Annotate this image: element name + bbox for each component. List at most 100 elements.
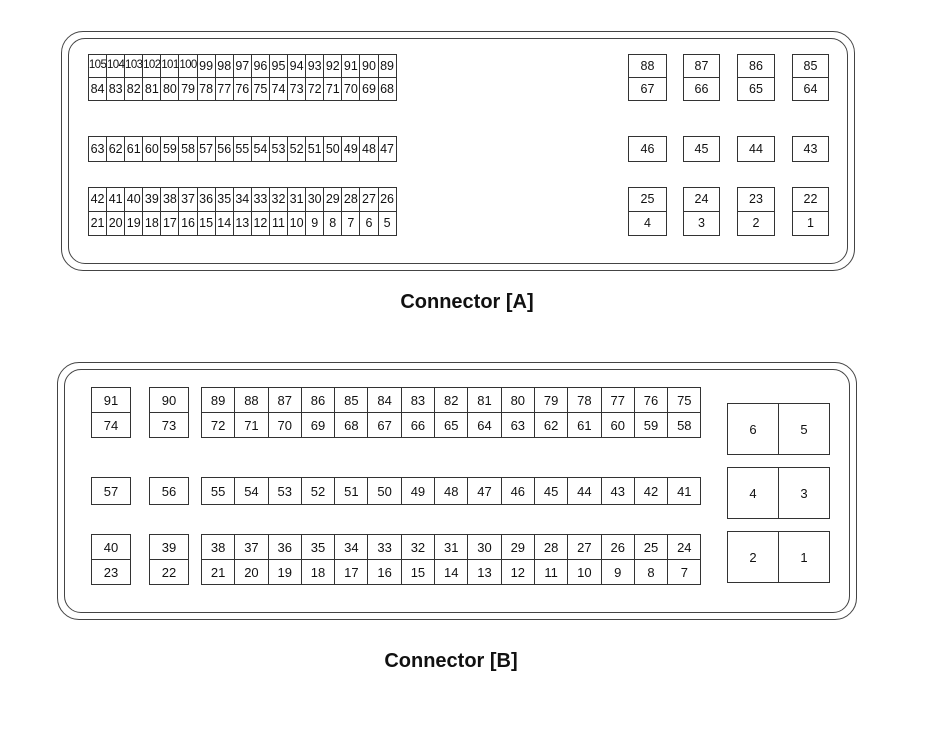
connector-b-pin: 53: [268, 478, 302, 505]
connector-b-pin: 63: [501, 413, 535, 438]
connector-a-pin: 53: [269, 137, 289, 162]
connector-a-pin: 94: [288, 55, 307, 78]
connector-a-pin: 10: [288, 212, 307, 236]
connector-a-pin: 100: [179, 55, 198, 78]
connector-b-pin: 35: [301, 535, 336, 560]
connector-a-pin: 104: [107, 55, 126, 78]
connector-a-pin: 57: [197, 137, 216, 162]
connector-b-caption: Connector [B]: [384, 650, 518, 672]
connector-b-pin: 54: [235, 478, 269, 505]
connector-b-pin: 60: [601, 413, 635, 438]
connector-a-pin: 1: [793, 212, 829, 236]
connector-a-pin: 68: [378, 78, 397, 101]
connector-b-pin: 58: [668, 413, 702, 438]
connector-b-pin: 85: [335, 388, 369, 413]
connector-b-pin: 18: [301, 560, 336, 585]
connector-b-pin: 80: [501, 388, 535, 413]
connector-b-pin: 72: [202, 413, 236, 438]
connector-a-pin: 71: [324, 78, 343, 101]
connector-b-pin: 25: [634, 535, 669, 560]
connector-b-pin: 91: [92, 388, 131, 413]
connector-b-pin: 4: [728, 468, 779, 519]
connector-b-pin: 5: [779, 404, 830, 455]
connector-b-pin: 81: [468, 388, 502, 413]
connector-b-pin: 28: [534, 535, 569, 560]
connector-b-pin: 79: [534, 388, 569, 413]
connector-a-pin: 2: [738, 212, 775, 236]
connector-b-pin: 22: [150, 560, 189, 585]
connector-a-pin: 41: [107, 188, 126, 212]
connector-a-pin-block: 43: [792, 136, 829, 162]
connector-b-pin: 39: [150, 535, 189, 560]
connector-a-pin: 40: [125, 188, 144, 212]
connector-a-pin: 70: [342, 78, 361, 101]
connector-a-pin: 69: [360, 78, 379, 101]
connector-b-pin: 64: [468, 413, 502, 438]
connector-b-pin: 75: [668, 388, 702, 413]
connector-a-pin: 54: [251, 137, 270, 162]
connector-b-pin: 47: [468, 478, 502, 505]
connector-a-pin: 43: [793, 137, 829, 162]
connector-a-pin: 45: [684, 137, 720, 162]
connector-b-pin: 82: [435, 388, 469, 413]
connector-a-pin: 89: [378, 55, 397, 78]
connector-a-pin: 13: [233, 212, 252, 236]
connector-b-pin: 30: [468, 535, 502, 560]
connector-a-pin: 32: [269, 188, 289, 212]
connector-b-pin: 13: [468, 560, 502, 585]
connector-b-pin: 38: [202, 535, 236, 560]
connector-a-pin: 38: [161, 188, 180, 212]
connector-a-pin: 75: [251, 78, 270, 101]
connector-a-pin: 14: [215, 212, 234, 236]
connector-b-pin: 45: [534, 478, 569, 505]
connector-b-pin: 55: [202, 478, 236, 505]
connector-b-pin: 9: [601, 560, 635, 585]
connector-b-pin: 34: [335, 535, 369, 560]
connector-b-pin: 36: [268, 535, 302, 560]
connector-a-pin: 105: [89, 55, 108, 78]
connector-a-inner-outline: [68, 38, 848, 264]
connector-b-pin: 31: [435, 535, 469, 560]
connector-b-pin: 62: [534, 413, 569, 438]
connector-a-pin: 17: [161, 212, 180, 236]
connector-b-pin: 83: [401, 388, 436, 413]
connector-b-pin: 70: [268, 413, 302, 438]
connector-a-pin: 58: [179, 137, 198, 162]
connector-a-pin: 39: [143, 188, 162, 212]
connector-a-pin: 50: [324, 137, 343, 162]
connector-b-pin: 46: [501, 478, 535, 505]
connector-a-pin: 64: [793, 78, 829, 101]
connector-b-pin: 90: [150, 388, 189, 413]
connector-b-pin: 50: [368, 478, 402, 505]
connector-a-pin: 4: [629, 212, 667, 236]
connector-a-pin: 49: [342, 137, 361, 162]
connector-a-pin: 30: [306, 188, 325, 212]
connector-a-pin: 98: [215, 55, 234, 78]
connector-a-pin: 25: [629, 188, 667, 212]
connector-b-pin: 24: [668, 535, 702, 560]
connector-b-pin: 48: [435, 478, 469, 505]
connector-b-pin: 51: [335, 478, 369, 505]
connector-b-pin: 68: [335, 413, 369, 438]
connector-b-pin: 52: [301, 478, 336, 505]
connector-b-pin: 40: [92, 535, 131, 560]
connector-b-pin: 23: [92, 560, 131, 585]
connector-a-pin: 3: [684, 212, 720, 236]
connector-a-pin: 24: [684, 188, 720, 212]
connector-a-pin: 11: [269, 212, 289, 236]
connector-a-pin: 21: [89, 212, 108, 236]
connector-b-pin: 33: [368, 535, 402, 560]
connector-b-pin: 67: [368, 413, 402, 438]
connector-b-pin: 56: [150, 478, 189, 505]
connector-a-pin: 22: [793, 188, 829, 212]
